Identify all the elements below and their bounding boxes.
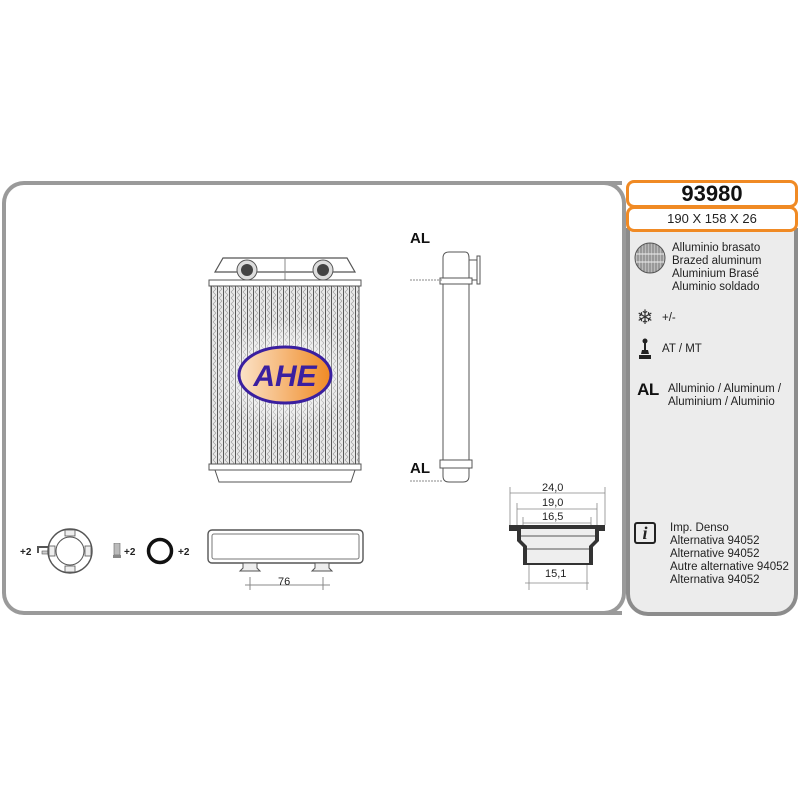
part-number: 93980 [626,180,798,208]
pipe-spacing-label: 76 [278,576,291,588]
construction-line-fr: Aluminium Brasé [672,268,759,280]
svg-text:AHE: AHE [252,360,317,393]
brazed-core-icon [634,242,666,274]
core-dimensions: 190 X 158 X 26 [626,206,798,232]
heater-core-side-view [410,251,481,483]
transmission-value: AT / MT [662,342,702,355]
construction-line-en: Brazed aluminum [672,255,762,267]
info-spec: i Imp. Denso Alternativa 94052 Alternati… [634,522,789,587]
screw-qty: +2 [124,547,136,558]
construction-line-es: Aluminio soldado [672,281,760,293]
material-line-1: Alluminio / Aluminum / [668,383,782,395]
connector-dim-24: 24,0 [542,482,564,494]
material-spec: AL Alluminio / Aluminum / Aluminium / Al… [634,380,782,409]
info-icon: i [634,522,656,544]
connector-cross-section [509,487,606,590]
material-line-2: Aluminium / Aluminio [668,396,775,408]
o-ring-icon [146,537,174,565]
snowflake-icon: ❄ [636,307,654,329]
spec-panel [626,228,798,616]
connector-dim-16-5: 16,5 [542,511,564,523]
screw-icon [113,543,121,558]
heater-core-top-view [207,529,364,590]
ac-value: +/- [662,312,676,324]
aluminum-badge-icon: AL [637,380,659,399]
clip-icon [37,528,93,574]
info-line-alt-fr: Autre alternative 94052 [670,561,789,573]
gear-shifter-icon [634,338,656,360]
heater-core-front-view: AHE [208,257,362,483]
connector-dim-19: 19,0 [542,497,564,509]
o-ring-qty: +2 [178,547,190,558]
ac-spec: ❄ +/- [634,307,676,329]
transmission-spec: AT / MT [634,338,702,360]
construction-spec: Alluminio brasato Brazed aluminum Alumin… [634,242,761,294]
info-line-oem: Imp. Denso [670,522,729,534]
drawing-panel-edge [596,181,626,615]
info-line-alt-en: Alternative 94052 [670,548,760,560]
clip-qty: +2 [20,547,32,558]
construction-line-it: Alluminio brasato [672,242,761,254]
connector-dim-15-1: 15,1 [545,568,567,580]
info-line-alt-es: Alternativa 94052 [670,574,760,586]
material-tag-bottom: AL [410,460,430,477]
info-line-alt-it: Alternativa 94052 [670,535,760,547]
material-tag-top: AL [410,230,430,247]
